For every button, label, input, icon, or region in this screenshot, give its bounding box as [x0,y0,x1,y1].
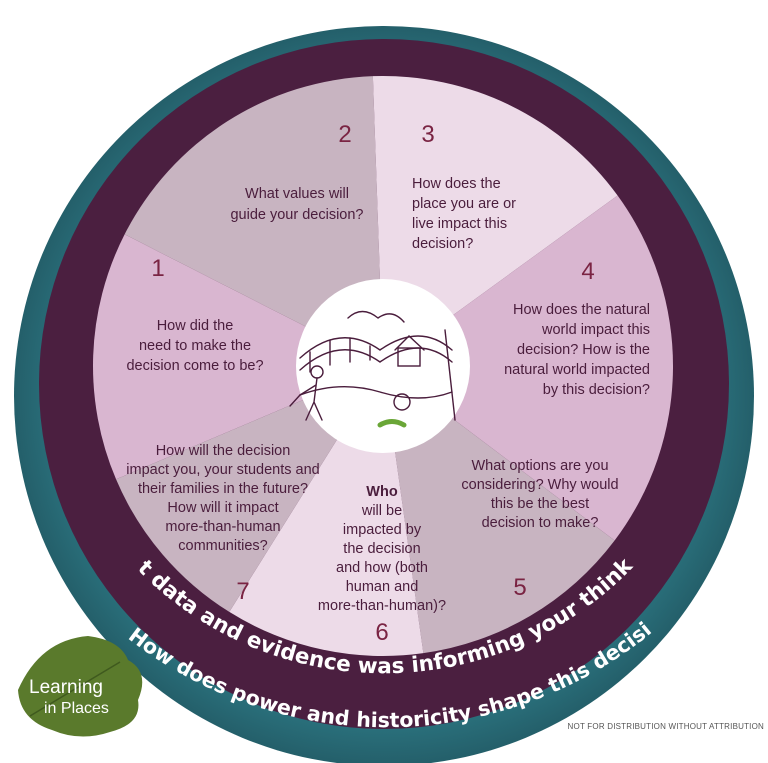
segment-4-line: natural world impacted [504,362,650,378]
segment-2-line: guide your decision? [230,207,363,223]
segment-6-line: Who [366,484,398,500]
segment-2-line: What values will [245,186,349,202]
segment-4-line: by this decision? [543,382,650,398]
segment-6-line: human and [346,579,419,595]
segment-5-line: What options are you [471,458,608,474]
segment-6-line: and how (both [336,560,428,576]
segments-layer: How did the need to make the decision come… [92,75,673,657]
segment-1-line: need to make the [139,338,251,354]
segment-7-line: How will the decision [156,443,291,459]
segment-6-number: 6 [375,619,388,646]
segment-4-question: How does the natural world impact this dec… [504,302,650,398]
segment-1-number: 1 [151,255,164,282]
segment-4-line: How does the natural [513,302,650,318]
segment-7-line: their families in the future? [138,481,308,497]
logo-line-2: in Places [44,700,109,717]
segment-6-line: will be [361,503,402,519]
logo-line-1: Learning [29,677,103,698]
segment-1-line: How did the [157,318,234,334]
segment-7-line: communities? [178,538,267,554]
attribution-note: NOT FOR DISTRIBUTION WITHOUT ATTRIBUTION [567,722,764,731]
segment-6-line: more-than-human)? [318,598,446,614]
segment-3-question: How does the place you are or live impact … [412,176,516,252]
segment-2 [124,76,384,366]
segment-2-question: What values will guide your decision? [230,186,363,223]
segment-5-line: this be the best [491,496,589,512]
segment-7-line: How will it impact [167,500,278,516]
segment-5 [383,366,615,654]
segment-4 [383,195,673,541]
segment-3-line: decision? [412,236,473,252]
segment-7-question: How will the decision impact you, your st… [126,443,319,554]
segment-7 [116,366,383,612]
learning-in-places-logo: Learning in Places [18,636,143,737]
segment-3-line: How does the [412,176,501,192]
segment-1-question: How did the need to make the decision come… [126,318,263,374]
segment-7-line: more-than-human [165,519,280,535]
segment-7-line: impact you, your students and [126,462,319,478]
segment-7-number: 7 [236,578,249,605]
segment-5-number: 5 [513,574,526,601]
segment-5-line: decision to make? [482,515,599,531]
segment-6-line: impacted by [343,522,422,538]
segment-4-line: decision? How is the [517,342,650,358]
segment-3-line: place you are or [412,196,516,212]
center-circle [296,279,470,453]
segment-2-number: 2 [338,121,351,148]
segment-6-line: the decision [343,541,420,557]
segment-5-line: considering? Why would [461,477,618,493]
segment-6-question: Who will be impacted by the decision and how… [318,484,446,614]
river-bridge-illustration-icon [289,310,456,428]
segment-3-number: 3 [421,121,434,148]
segment-4-number: 4 [581,258,594,285]
segment-5-question: What options are you considering? Why wou… [461,458,618,531]
segment-3-line: live impact this [412,216,507,232]
segment-1 [92,234,383,480]
segment-4-line: world impact this [541,322,650,338]
segment-1-line: decision come to be? [126,358,263,374]
segment-3 [372,75,618,366]
